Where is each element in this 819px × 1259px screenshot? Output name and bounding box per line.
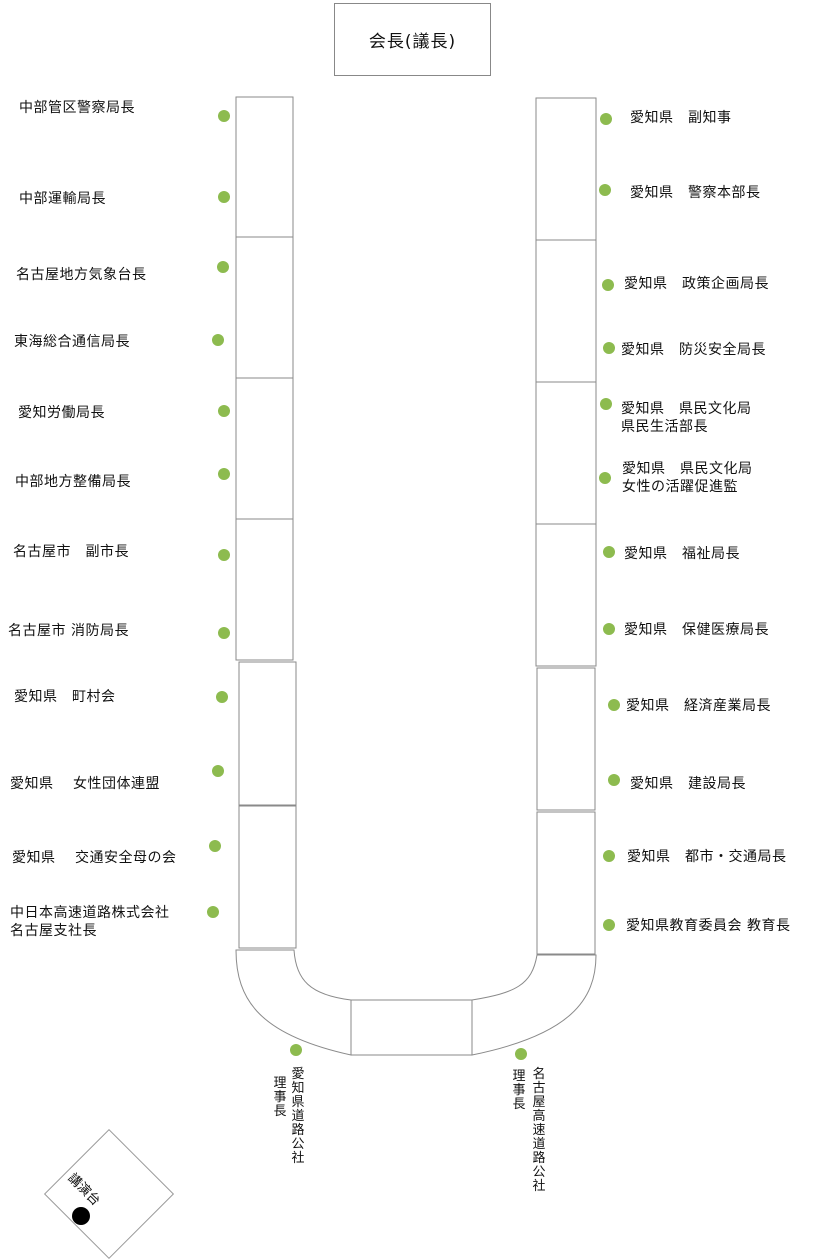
attendee-dot-bottom-1 (290, 1044, 302, 1056)
right-member-label: 愛知県 県民文化局 県民生活部長 (621, 401, 752, 435)
left-member-label: 愛知県 町村会 (14, 689, 116, 705)
left-table-2 (235, 236, 294, 379)
attendee-dot-left-10 (212, 765, 224, 777)
attendee-dot-left-8 (218, 627, 230, 639)
left-table-4 (235, 518, 294, 661)
right-member-label: 愛知県 政策企画局長 (624, 276, 769, 292)
left-member-label: 中部運輸局長 (19, 191, 106, 207)
left-table-1 (235, 96, 294, 238)
right-table-1 (535, 97, 597, 241)
attendee-dot-right-1 (600, 113, 612, 125)
speaker-icon (72, 1207, 90, 1225)
left-member-label: 名古屋市 消防局長 (8, 623, 129, 639)
right-member-label: 愛知県 都市・交通局長 (627, 849, 787, 865)
attendee-dot-right-6 (599, 472, 611, 484)
right-member-label: 愛知県 保健医療局長 (624, 622, 769, 638)
attendee-dot-left-11 (209, 840, 221, 852)
left-member-label: 愛知県 交通安全母の会 (12, 850, 177, 866)
left-member-label: 東海総合通信局長 (14, 334, 130, 350)
attendee-dot-right-5 (600, 398, 612, 410)
attendee-dot-left-2 (218, 191, 230, 203)
attendee-dot-right-2 (599, 184, 611, 196)
attendee-dot-right-8 (603, 623, 615, 635)
right-member-label: 愛知県 警察本部長 (630, 185, 761, 201)
right-table-5 (536, 667, 596, 811)
attendee-dot-right-10 (608, 774, 620, 786)
attendee-dot-right-11 (603, 850, 615, 862)
attendee-dot-left-9 (216, 691, 228, 703)
right-member-label: 愛知県 建設局長 (630, 776, 746, 792)
attendee-dot-left-5 (218, 405, 230, 417)
bottom-member-org: 愛知県道路公社 (291, 1067, 305, 1166)
left-table-3 (235, 377, 294, 520)
attendee-dot-right-12 (603, 919, 615, 931)
bottom-member-title: 理事長 (512, 1069, 526, 1112)
right-member-label: 愛知県 福祉局長 (624, 546, 740, 562)
attendee-dot-left-7 (218, 549, 230, 561)
attendee-dot-left-1 (218, 110, 230, 122)
right-member-label: 愛知県 県民文化局 女性の活躍促進監 (622, 461, 753, 495)
attendee-dot-right-7 (603, 546, 615, 558)
right-table-2 (535, 239, 597, 383)
attendee-dot-bottom-2 (515, 1048, 527, 1060)
bottom-member-org: 名古屋高速道路公社 (532, 1067, 546, 1194)
right-member-label: 愛知県 副知事 (630, 110, 732, 126)
left-member-label: 中部管区警察局長 (19, 100, 135, 116)
right-table-3 (535, 381, 597, 525)
left-table-5 (238, 661, 297, 806)
attendee-dot-left-4 (212, 334, 224, 346)
attendee-dot-left-6 (218, 468, 230, 480)
left-member-label: 愛知県 女性団体連盟 (10, 776, 160, 792)
left-member-label: 愛知労働局長 (18, 405, 105, 421)
left-table-6 (238, 805, 297, 949)
attendee-dot-right-3 (602, 279, 614, 291)
attendee-dot-right-9 (608, 699, 620, 711)
bottom-member-title: 理事長 (273, 1076, 287, 1119)
chair-box: 会長(議長) (334, 3, 491, 76)
attendee-dot-left-3 (217, 261, 229, 273)
left-member-label: 中日本高速道路株式会社 名古屋支社長 (10, 905, 170, 939)
attendee-dot-right-4 (603, 342, 615, 354)
left-member-label: 中部地方整備局長 (15, 474, 131, 490)
left-member-label: 名古屋市 副市長 (13, 544, 129, 560)
right-member-label: 愛知県教育委員会 教育長 (626, 918, 791, 934)
bottom-table-center (350, 999, 473, 1056)
left-member-label: 名古屋地方気象台長 (16, 267, 147, 283)
attendee-dot-left-12 (207, 906, 219, 918)
bottom-table-right-curve (471, 954, 597, 1056)
right-member-label: 愛知県 経済産業局長 (626, 698, 771, 714)
bottom-table-left-curve (235, 949, 352, 1056)
right-table-4 (535, 523, 597, 667)
right-member-label: 愛知県 防災安全局長 (621, 342, 766, 358)
seating-layout (207, 96, 620, 1060)
chair-label: 会長(議長) (368, 32, 457, 52)
right-table-6 (536, 811, 596, 955)
